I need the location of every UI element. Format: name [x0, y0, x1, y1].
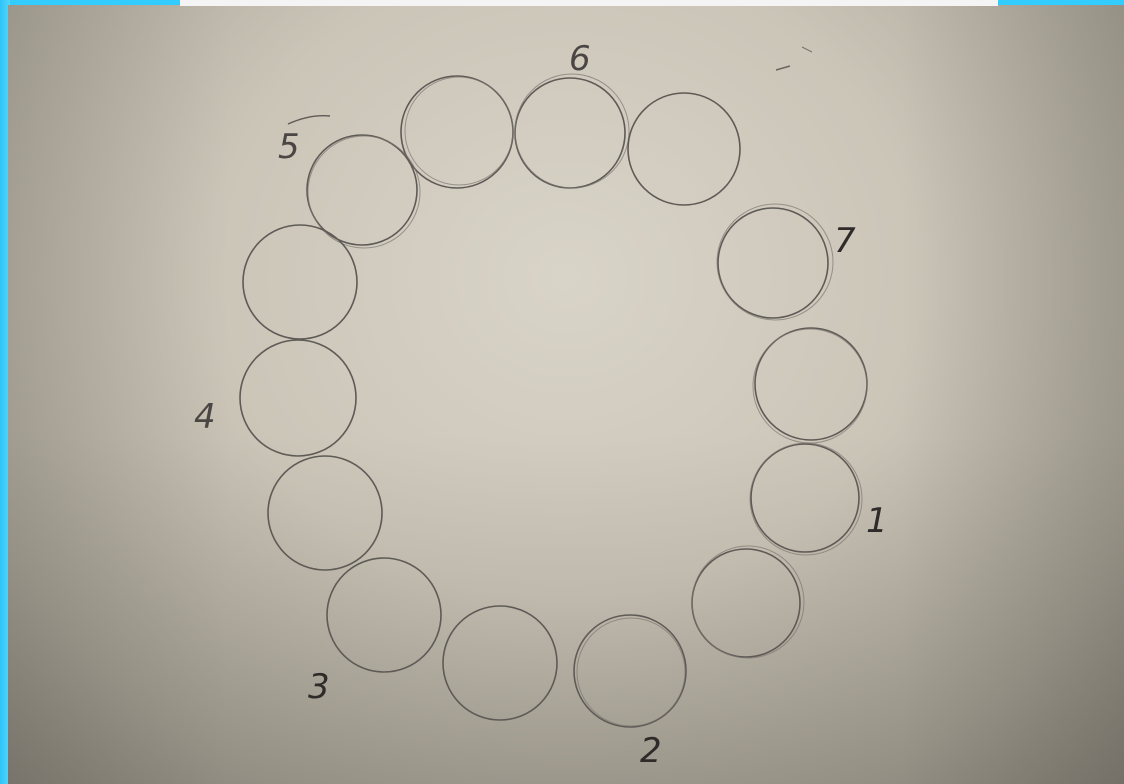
circle [240, 340, 356, 456]
circle [443, 606, 557, 720]
circle [718, 208, 828, 318]
label-6: 6 [569, 39, 591, 79]
circle-ring [240, 74, 867, 727]
circle [243, 225, 357, 339]
label-2: 2 [640, 731, 662, 771]
circle [751, 444, 859, 552]
circle [268, 456, 382, 570]
pencil-mark [288, 116, 330, 124]
label-7: 7 [834, 221, 856, 261]
circle-ghost [515, 74, 629, 188]
label-1: 1 [866, 501, 888, 541]
pencil-mark [802, 47, 812, 52]
circle [327, 558, 441, 672]
circle [307, 135, 417, 245]
circle [628, 93, 740, 205]
circle [401, 76, 513, 188]
label-3: 3 [308, 667, 330, 707]
label-5: 5 [278, 127, 300, 167]
circle [755, 328, 867, 440]
pencil-mark [776, 66, 790, 70]
label-4: 4 [194, 397, 216, 437]
circle-ghost [577, 618, 685, 726]
